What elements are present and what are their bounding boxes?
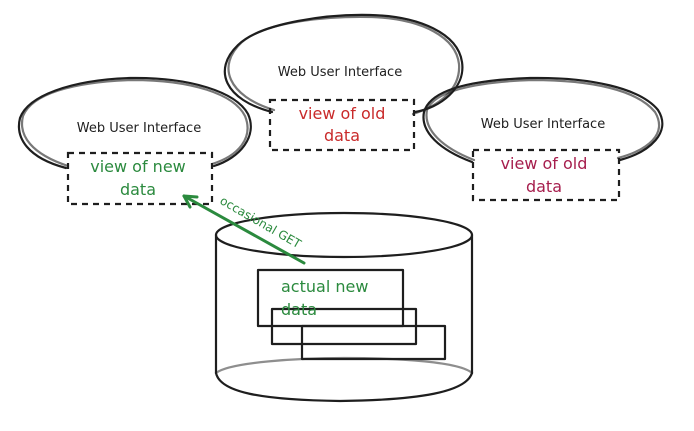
- view-text-middle-line2: data: [324, 126, 360, 145]
- ui-middle: Web User Interface view of old data: [223, 13, 464, 152]
- ui-ellipse-right: [422, 76, 664, 164]
- data-text-line2: data: [281, 300, 317, 319]
- view-text-right-line2: data: [526, 177, 562, 196]
- data-text-line1: actual new: [281, 277, 368, 296]
- arrow-shaft: [182, 194, 306, 265]
- view-text-left-line2: data: [120, 180, 156, 199]
- ui-label-right: Web User Interface: [481, 117, 605, 132]
- data-card-front: [256, 268, 405, 328]
- view-box-left: [66, 151, 214, 206]
- database-cylinder: [214, 211, 474, 403]
- ui-label-middle: Web User Interface: [278, 65, 402, 80]
- ui-ellipse-left: [17, 76, 252, 170]
- view-text-middle-line1: view of old: [299, 104, 386, 123]
- data-card-back: [300, 324, 447, 361]
- arrow-head-icon: [182, 194, 199, 209]
- view-text-right-line1: view of old: [501, 154, 588, 173]
- ui-label-left: Web User Interface: [77, 121, 201, 136]
- database-bottom: [214, 371, 474, 403]
- data-stack: actual new data: [256, 268, 447, 361]
- view-text-left-line1: view of new: [90, 157, 186, 176]
- ui-ellipse-middle: [223, 13, 464, 114]
- view-box-right: [471, 148, 621, 202]
- ui-right: Web User Interface view of old data: [422, 76, 664, 202]
- view-box-middle: [268, 98, 416, 152]
- ui-left: Web User Interface view of new data: [17, 76, 252, 206]
